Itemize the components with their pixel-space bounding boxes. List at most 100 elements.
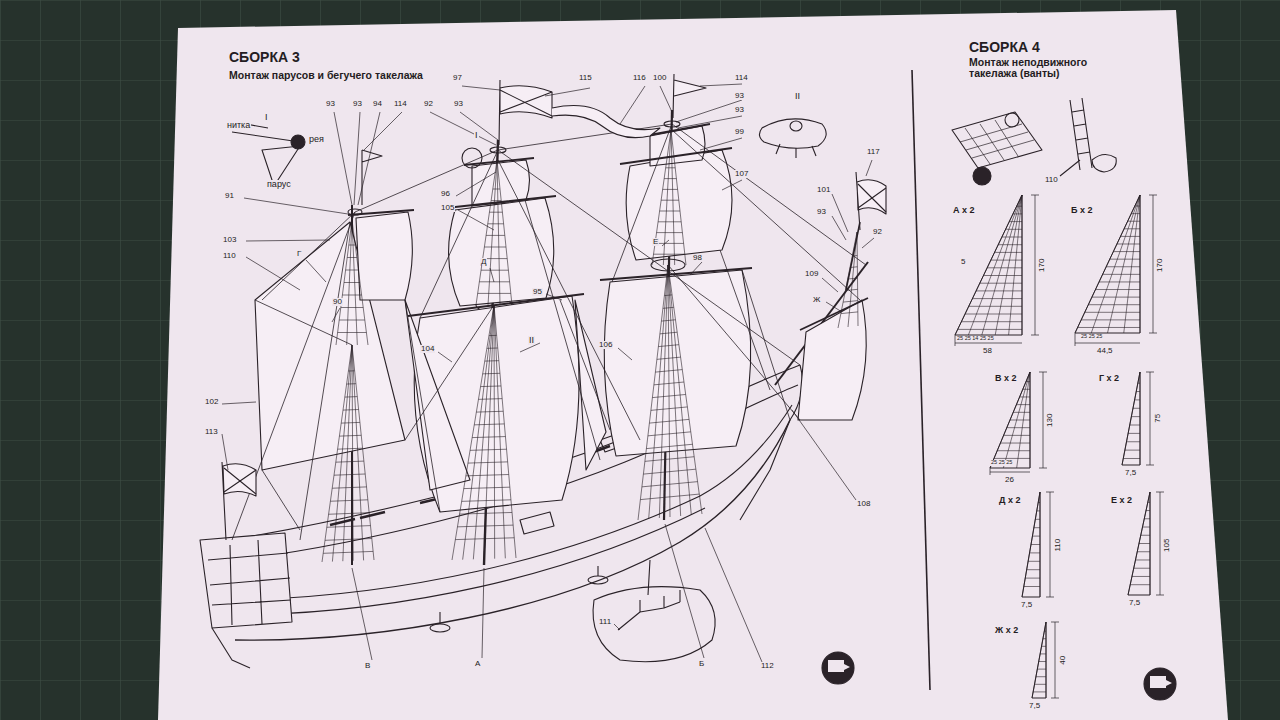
- callout-number: 92: [872, 228, 883, 236]
- dimension: 130: [1047, 412, 1055, 427]
- shroud-pattern-1: [1088, 304, 1140, 305]
- shroud-pattern-1: [1110, 259, 1140, 260]
- callout-number: 114: [393, 100, 408, 108]
- callout-number: 113: [204, 428, 219, 436]
- callout-number: Б: [698, 660, 705, 668]
- mizzen-topsail: [356, 212, 412, 300]
- sprit-topmast: [846, 222, 860, 290]
- ship-shroud-1: [478, 398, 502, 400]
- dimension-line: [1146, 372, 1154, 373]
- ship-shroud-0: [343, 409, 359, 411]
- ship-shroud-2: [658, 345, 678, 347]
- ship-shroud-4: [478, 293, 511, 294]
- ship-shroud-4: [488, 223, 504, 224]
- dimension-line: [1150, 372, 1151, 465]
- ship-shroud-5: [654, 254, 685, 255]
- stern-panels: [208, 540, 291, 625]
- dimension: 105: [1164, 537, 1172, 552]
- ship-shroud-2: [654, 382, 684, 385]
- dimension-line: [990, 472, 1030, 473]
- ship-shroud-2: [645, 457, 694, 462]
- ship-shroud-0: [352, 345, 364, 560]
- dimension: 25 25 25: [1080, 334, 1103, 340]
- ship-shroud-0: [348, 370, 354, 371]
- shroud-pattern-5: [1144, 518, 1150, 519]
- callout-number: 110: [222, 252, 237, 260]
- shroud-pattern-3: [1133, 408, 1140, 409]
- callout-number: 44,5: [1096, 347, 1114, 355]
- dimension-line: [1039, 372, 1047, 373]
- shroud-pattern-0: [998, 244, 1022, 245]
- shroud-pattern-1: [1095, 289, 1140, 290]
- detail-circle: [291, 135, 305, 149]
- ship-shroud-1: [463, 305, 494, 560]
- shroud-outline: [990, 372, 1030, 468]
- shroud-pattern-4: [1022, 492, 1040, 597]
- fore-course: [604, 270, 750, 456]
- flag-cross: [224, 468, 256, 494]
- shroud-outline: [955, 195, 1022, 335]
- ship-shroud-0: [341, 422, 360, 424]
- ship-shroud-1: [472, 437, 505, 438]
- callout-number: 115: [578, 74, 593, 82]
- shroud-pattern-0: [1017, 206, 1022, 207]
- ship-shroud-4: [493, 189, 500, 190]
- ship-shroud-0: [334, 474, 365, 475]
- shroud-pattern-6: [1033, 691, 1046, 692]
- shroud-pattern-4: [1035, 519, 1040, 520]
- ship-shroud-4: [476, 160, 497, 305]
- shroud-pattern-0: [1013, 213, 1022, 214]
- callout-number: 92: [423, 100, 434, 108]
- shroud-pattern-1: [1128, 221, 1140, 222]
- ship-shroud-0: [338, 448, 363, 450]
- staysail: [575, 300, 606, 470]
- callout-number: Г: [296, 250, 302, 258]
- callout-number: 102: [204, 398, 219, 406]
- dimension-line: [1031, 195, 1039, 196]
- ship-shroud-1: [464, 487, 510, 488]
- detail-circle: [973, 167, 991, 185]
- shroud-pattern-3: [1122, 372, 1140, 465]
- detail-label: парус: [266, 180, 292, 189]
- ship-shroud-4: [491, 200, 501, 201]
- callout-number: 5: [960, 258, 966, 266]
- shroud-pattern-1: [1113, 251, 1140, 252]
- glue-icon: [822, 652, 854, 684]
- shroud-outline: [1022, 492, 1040, 597]
- stand-post: [440, 566, 598, 624]
- shroud-pattern-1: [1092, 297, 1140, 298]
- ship-shroud-0: [332, 345, 352, 562]
- ship-shroud-5: [661, 200, 679, 201]
- dimension-line: [1160, 492, 1161, 595]
- dimension-line: [1146, 465, 1154, 466]
- ship-shroud-6: [848, 278, 858, 280]
- shroud-pattern-2: [1000, 443, 1030, 444]
- ship-shroud-1: [489, 335, 497, 336]
- dimension: 170: [1039, 257, 1047, 272]
- shroud-pattern-2: [997, 450, 1030, 451]
- dimension-line: [1051, 622, 1059, 623]
- shroud-pattern-6: [1039, 661, 1046, 662]
- dimension: 110: [1054, 538, 1062, 553]
- ship-shroud-1: [455, 538, 514, 540]
- ship-shroud-1: [452, 305, 494, 560]
- shroud-pattern-3: [1135, 399, 1140, 400]
- ship-shroud-5: [657, 232, 683, 233]
- shroud-pattern-3: [1123, 458, 1140, 459]
- running-rigging: [232, 124, 866, 540]
- shroud-pattern-6: [1042, 646, 1046, 647]
- detail-circle: [462, 148, 482, 168]
- shroud-pattern-1: [1117, 243, 1140, 244]
- detail-label: II: [528, 336, 535, 345]
- dimension: 170: [1157, 257, 1165, 272]
- shroud-pattern-5: [1141, 535, 1150, 536]
- ship-shroud-0: [322, 345, 352, 562]
- shroud-pattern-4: [1028, 561, 1040, 562]
- ship-shroud-3: [347, 257, 357, 258]
- shroud-pattern-4: [1025, 578, 1040, 579]
- ship-shroud-0: [345, 396, 357, 397]
- ship-shroud-1: [494, 305, 496, 559]
- section-heading: СБОРКА 3: [228, 50, 301, 65]
